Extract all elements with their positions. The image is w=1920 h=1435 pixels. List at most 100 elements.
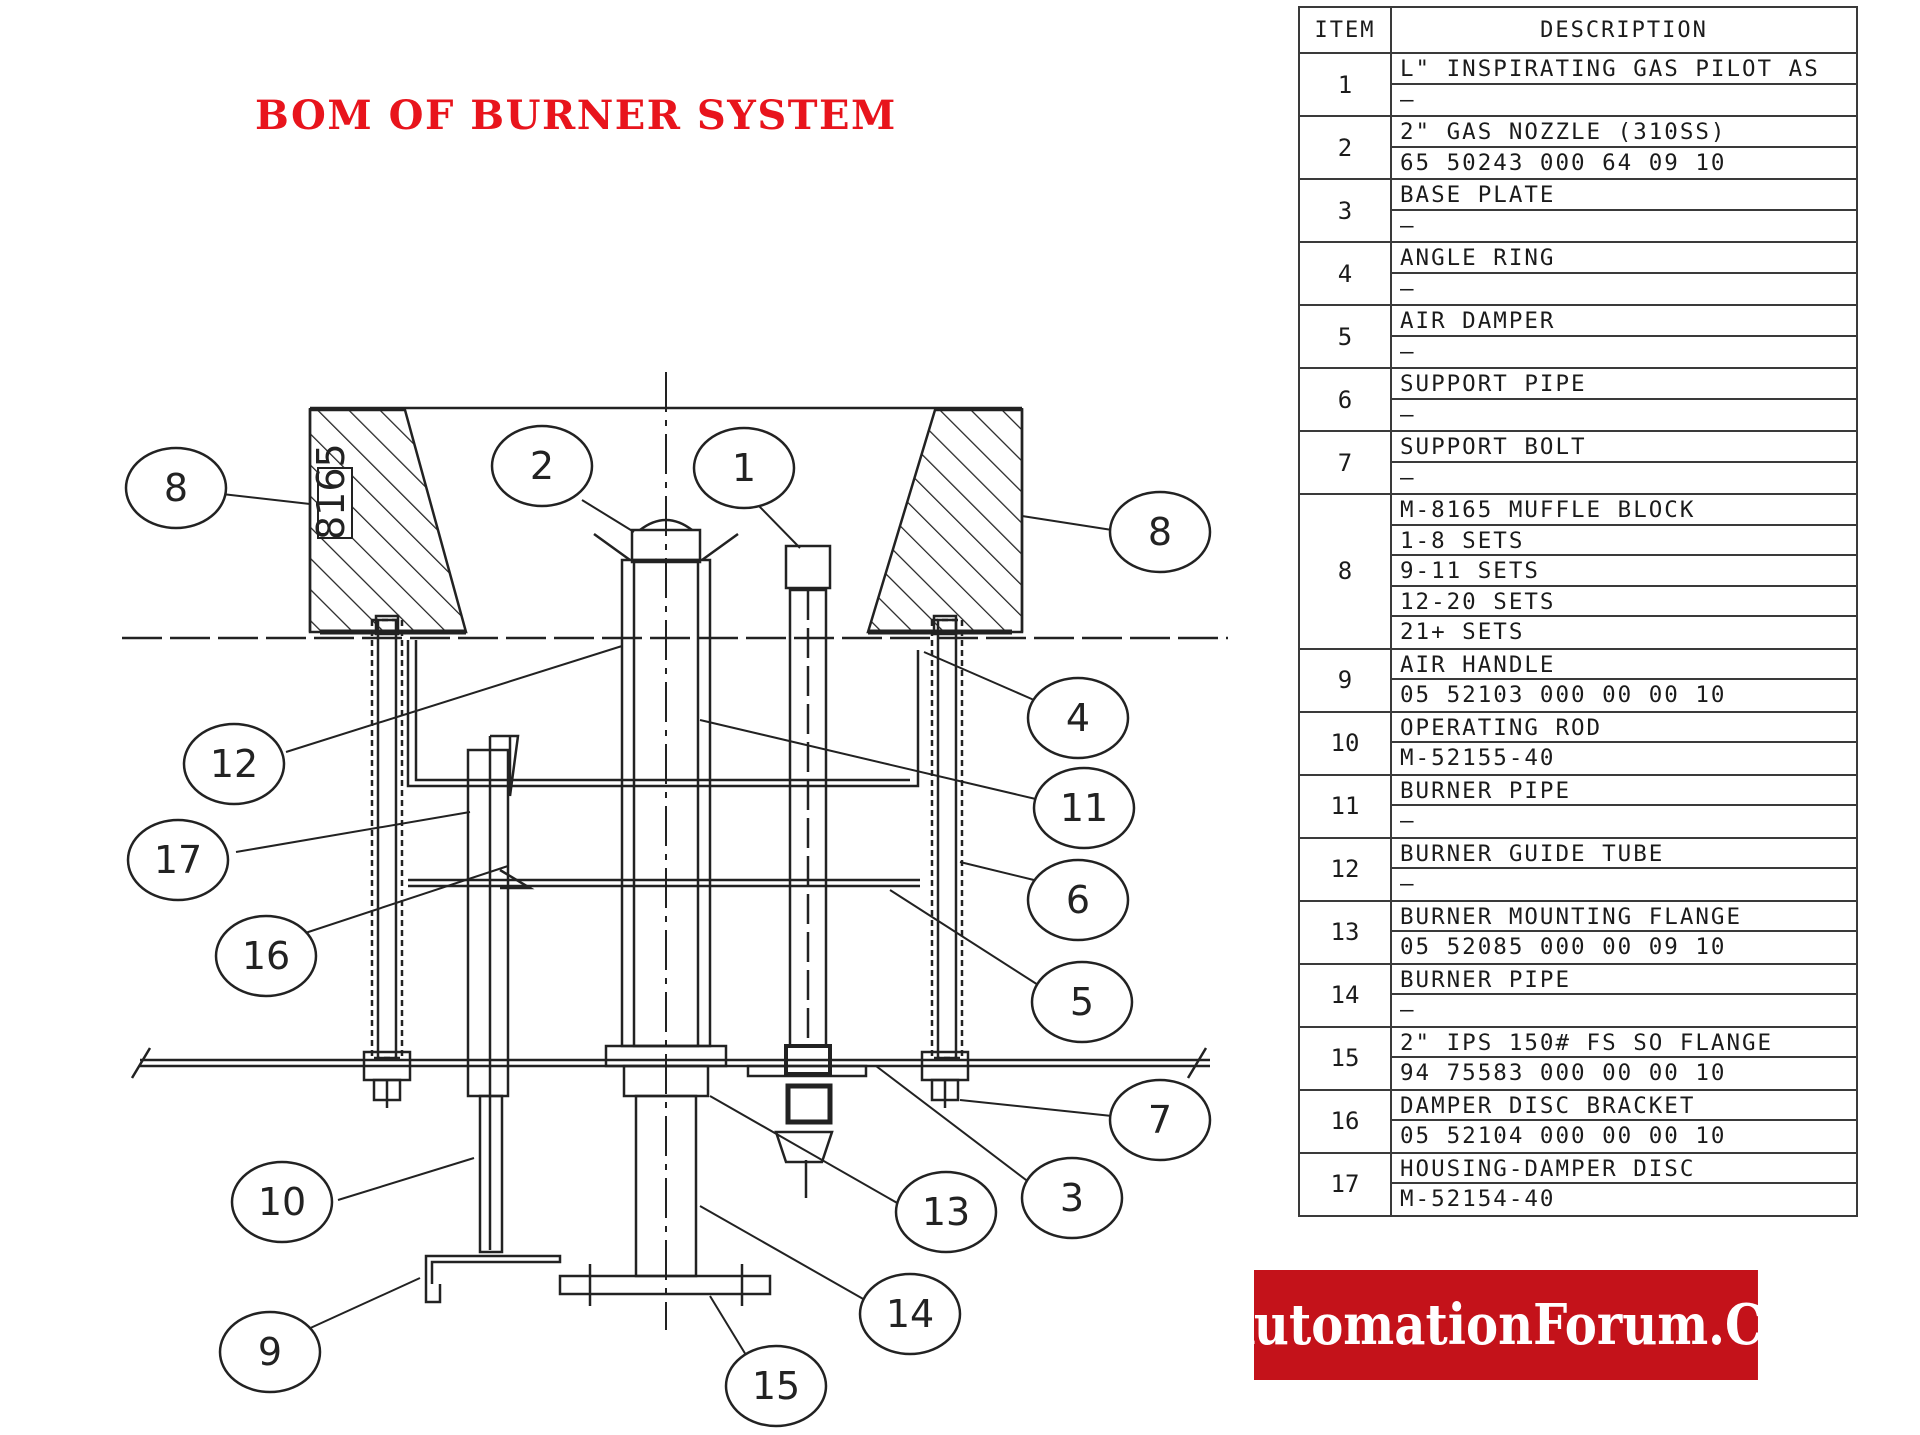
bom-description-line: 2" IPS 150# FS SO FLANGE	[1392, 1028, 1856, 1058]
callout-bubble	[490, 424, 594, 508]
callout-bubble	[124, 446, 228, 530]
callout-bubble	[1108, 1078, 1212, 1162]
description-column-header: DESCRIPTION	[1390, 6, 1858, 54]
bom-description-line: –	[1400, 464, 1416, 491]
bom-item-number: 11	[1298, 773, 1392, 839]
so-flange	[558, 1274, 772, 1296]
callout-bubble	[1030, 960, 1134, 1044]
bom-description-line: AIR DAMPER	[1392, 306, 1856, 337]
bom-description: L" INSPIRATING GAS PILOT AS–	[1390, 52, 1858, 117]
bom-description-line: BURNER GUIDE TUBE	[1392, 839, 1856, 869]
callout-bubble	[1020, 1156, 1124, 1240]
bom-description: BASE PLATE–	[1390, 178, 1858, 243]
callout-label: 9	[258, 1330, 282, 1374]
bom-description-line: SUPPORT PIPE	[1392, 369, 1856, 400]
callout-bubble	[218, 1310, 322, 1394]
callout-label: 8	[1148, 510, 1172, 554]
callout-label: 1	[732, 446, 756, 490]
bom-description-line: BASE PLATE	[1392, 180, 1856, 211]
bom-description: AIR DAMPER–	[1390, 304, 1858, 369]
bom-description-line: 05 52103 000 00 00 10	[1400, 682, 1727, 708]
bom-description-line: M-52155-40	[1400, 745, 1556, 771]
bom-item-number: 16	[1298, 1088, 1392, 1154]
bom-description-line: M-8165 MUFFLE BLOCK	[1392, 495, 1856, 526]
bom-description-line: OPERATING ROD	[1392, 713, 1856, 743]
bom-item-number: 12	[1298, 836, 1392, 902]
callout-bubble	[1026, 676, 1130, 760]
bom-item-number: 6	[1298, 367, 1392, 432]
bom-description-line: –	[1400, 86, 1416, 113]
bom-description-line: HOUSING-DAMPER DISC	[1392, 1154, 1856, 1184]
callout-label: 15	[752, 1364, 800, 1408]
bom-description-line: M-52154-40	[1400, 1186, 1556, 1212]
bom-description-line: –	[1400, 871, 1416, 897]
bom-item-number: 13	[1298, 899, 1392, 965]
support-pipe-right	[930, 618, 964, 1060]
air-handle	[424, 1254, 562, 1304]
callout-label: 11	[1060, 786, 1108, 830]
bom-description-line: 9-11 SETS	[1392, 556, 1856, 587]
callout-label: 14	[886, 1292, 934, 1336]
callout-bubble	[214, 914, 318, 998]
callout-bubble	[1032, 766, 1136, 850]
operating-rod	[478, 1094, 504, 1254]
watermark-badge: AutomationForum.Co	[1217, 1270, 1795, 1380]
bom-description: ANGLE RING–	[1390, 241, 1858, 306]
callout-label: 5	[1070, 980, 1094, 1024]
bom-description-line: –	[1400, 338, 1416, 365]
bom-description-line: 2" GAS NOZZLE (310SS)	[1392, 117, 1856, 148]
bom-description-line: BURNER MOUNTING FLANGE	[1392, 902, 1856, 932]
bom-description-line: 65 50243 000 64 09 10	[1400, 149, 1727, 176]
bom-description-line: –	[1400, 808, 1416, 834]
bom-description-line: –	[1400, 275, 1416, 302]
bom-item-number: 7	[1298, 430, 1392, 495]
callout-bubble	[858, 1272, 962, 1356]
bom-description-line: 21+ SETS	[1400, 619, 1525, 645]
bom-item-number: 2	[1298, 115, 1392, 180]
damper-housing	[466, 748, 510, 1098]
bom-description-line: DAMPER DISC BRACKET	[1392, 1091, 1856, 1121]
callout-label: 4	[1066, 696, 1090, 740]
callout-bubble	[1108, 490, 1212, 574]
callout-label: 13	[922, 1190, 970, 1234]
callout-bubble	[692, 426, 796, 510]
bom-item-number: 17	[1298, 1151, 1392, 1217]
callout-bubble	[724, 1344, 828, 1428]
bom-description-line: –	[1400, 212, 1416, 239]
bom-item-number: 9	[1298, 647, 1392, 713]
muffle-block-right	[866, 408, 1024, 634]
bom-item-number: 15	[1298, 1025, 1392, 1091]
bom-item-number: 1	[1298, 52, 1392, 117]
callout-label: 12	[210, 742, 258, 786]
item-column-header: ITEM	[1298, 6, 1392, 54]
bom-item-number: 3	[1298, 178, 1392, 243]
bom-description-line: SUPPORT BOLT	[1392, 432, 1856, 463]
callout-label: 3	[1060, 1176, 1084, 1220]
bom-description-line: 94 75583 000 00 00 10	[1400, 1060, 1727, 1086]
bom-item-number: 4	[1298, 241, 1392, 306]
bom-description: SUPPORT BOLT–	[1390, 430, 1858, 495]
callout-bubble	[182, 722, 286, 806]
bom-item-number: 14	[1298, 962, 1392, 1028]
bom-description-line: BURNER PIPE	[1392, 965, 1856, 995]
bom-description-line: BURNER PIPE	[1392, 776, 1856, 806]
callout-label: 10	[258, 1180, 306, 1224]
bom-item-number: 8	[1298, 493, 1392, 650]
